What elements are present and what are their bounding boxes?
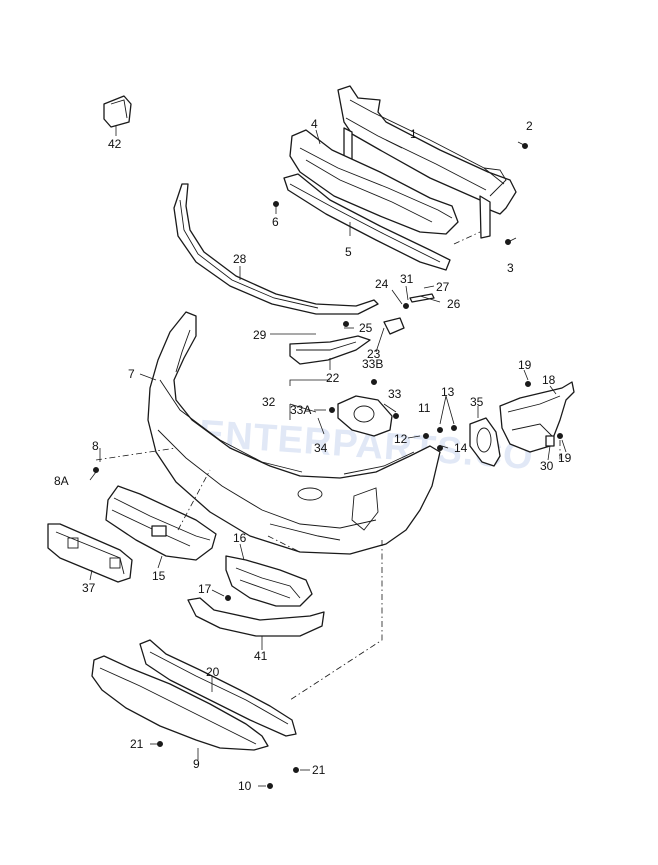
part-22-bracket bbox=[289, 335, 371, 365]
assembly-lines bbox=[95, 231, 561, 701]
part-15-grille bbox=[105, 485, 217, 561]
part-35-cover bbox=[469, 417, 501, 467]
callout-labels: 42 1 2 4 6 5 3 28 31 24 27 26 25 29 23 2… bbox=[54, 117, 572, 793]
label-32: 32 bbox=[262, 395, 276, 409]
label-19a: 19 bbox=[518, 358, 532, 372]
label-34: 34 bbox=[314, 441, 328, 455]
label-33a: 33A bbox=[290, 403, 311, 417]
part-16-fog-grille bbox=[225, 555, 313, 607]
label-42: 42 bbox=[108, 137, 122, 151]
label-2: 2 bbox=[526, 119, 533, 133]
label-7: 7 bbox=[128, 367, 135, 381]
label-41: 41 bbox=[254, 649, 268, 663]
part-42-clip bbox=[103, 95, 132, 128]
label-22: 22 bbox=[326, 371, 340, 385]
part-20-spoiler bbox=[139, 639, 297, 737]
label-18: 18 bbox=[542, 373, 556, 387]
part-4-absorber bbox=[289, 129, 459, 235]
label-21a: 21 bbox=[130, 737, 144, 751]
label-24: 24 bbox=[375, 277, 389, 291]
label-28: 28 bbox=[233, 252, 247, 266]
label-31: 31 bbox=[400, 272, 414, 286]
label-4: 4 bbox=[311, 117, 318, 131]
label-29: 29 bbox=[253, 328, 267, 342]
label-33b: 33B bbox=[362, 357, 383, 371]
label-33: 33 bbox=[388, 387, 402, 401]
part-41-trim-strip bbox=[187, 597, 325, 637]
label-1: 1 bbox=[410, 127, 417, 141]
label-17: 17 bbox=[198, 582, 212, 596]
label-23: 23 bbox=[367, 347, 381, 361]
label-19b: 19 bbox=[558, 451, 572, 465]
part-28-trim-strip bbox=[173, 183, 379, 315]
label-21b: 21 bbox=[312, 763, 326, 777]
leader-lines bbox=[89, 126, 567, 787]
label-26: 26 bbox=[447, 297, 461, 311]
part-9-underbody bbox=[91, 655, 269, 751]
label-8: 8 bbox=[92, 439, 99, 453]
part-1-crossmember bbox=[337, 85, 517, 239]
part-5-strip bbox=[283, 173, 451, 271]
part-7-bumper-cover bbox=[147, 311, 441, 555]
part-37-plate-holder bbox=[47, 523, 133, 583]
label-12: 12 bbox=[394, 432, 408, 446]
part-23-bracket bbox=[383, 317, 405, 335]
part-26-strip bbox=[409, 293, 435, 303]
label-8a: 8A bbox=[54, 474, 69, 488]
part-32-housing bbox=[337, 395, 393, 437]
label-25: 25 bbox=[359, 321, 373, 335]
label-15: 15 bbox=[152, 569, 166, 583]
label-16: 16 bbox=[233, 531, 247, 545]
label-30: 30 bbox=[540, 459, 554, 473]
part-18-bracket bbox=[499, 381, 575, 453]
label-6: 6 bbox=[272, 215, 279, 229]
label-20: 20 bbox=[206, 665, 220, 679]
label-5: 5 bbox=[345, 245, 352, 259]
label-13: 13 bbox=[441, 385, 455, 399]
label-3: 3 bbox=[507, 261, 514, 275]
label-10: 10 bbox=[238, 779, 252, 793]
label-35: 35 bbox=[470, 395, 484, 409]
label-9: 9 bbox=[193, 757, 200, 771]
label-14: 14 bbox=[454, 441, 468, 455]
label-11: 11 bbox=[418, 401, 431, 415]
label-27: 27 bbox=[436, 280, 450, 294]
label-37: 37 bbox=[82, 581, 96, 595]
